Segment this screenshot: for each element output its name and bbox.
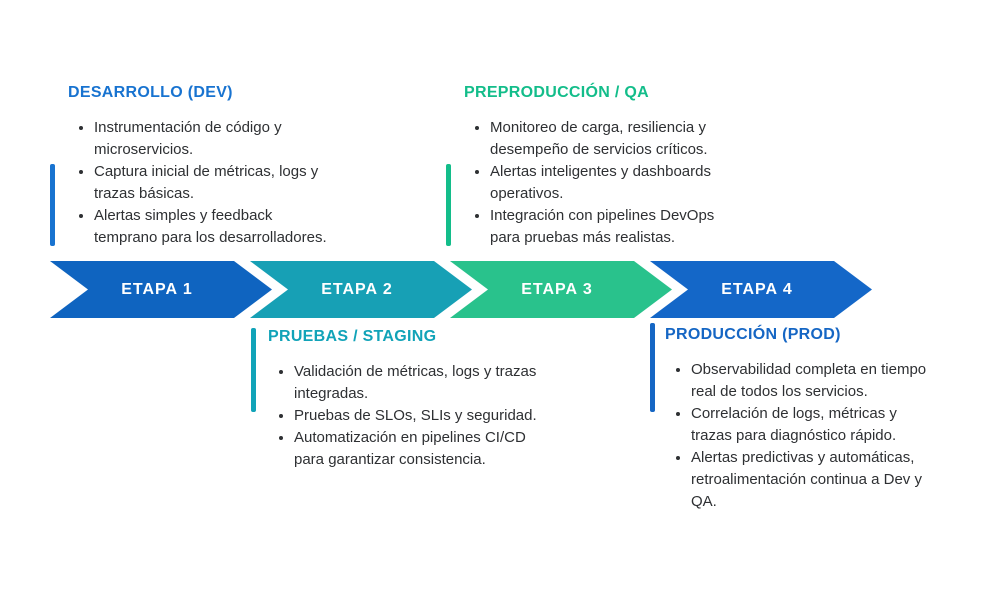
bullet-item: Alertas inteligentes y dashboards operat… (490, 161, 774, 205)
bullet-item: Automatización en pipelines CI/CD para g… (294, 427, 588, 471)
connector-bar-produccion (650, 323, 655, 412)
panel-title-pruebas-staging: PRUEBAS / STAGING (268, 328, 437, 345)
bullet-item: Alertas simples y feedback temprano para… (94, 205, 368, 249)
stage-arrow-etapa-1: ETAPA 1 (50, 261, 272, 318)
stage-arrow-label: ETAPA 1 (121, 280, 193, 298)
connector-bar-preproduccion-qa (446, 164, 451, 246)
bullet-list: Observabilidad completa en tiempo real d… (665, 359, 965, 513)
bullet-item: Pruebas de SLOs, SLIs y seguridad. (294, 405, 588, 427)
bullet-item: Observabilidad completa en tiempo real d… (691, 359, 965, 403)
bullet-list: Monitoreo de carga, resiliencia y desemp… (464, 117, 774, 249)
bullet-item: Captura inicial de métricas, logs y traz… (94, 161, 368, 205)
connector-bar-desarrollo (50, 164, 55, 246)
stage-arrow-label: ETAPA 3 (521, 280, 593, 298)
stage-arrow-label: ETAPA 2 (321, 280, 393, 298)
stage-arrow-label: ETAPA 4 (721, 280, 793, 298)
connector-bar-pruebas-staging (251, 328, 256, 412)
panel-title-produccion: PRODUCCIÓN (PROD) (665, 326, 841, 343)
stage-panel-pruebas-staging: PRUEBAS / STAGING Validación de métricas… (268, 326, 588, 471)
stage-arrow-etapa-4: ETAPA 4 (650, 261, 872, 318)
stage-arrow-etapa-2: ETAPA 2 (250, 261, 472, 318)
bullet-item: Alertas predictivas y automáticas, retro… (691, 447, 965, 513)
bullet-item: Monitoreo de carga, resiliencia y desemp… (490, 117, 774, 161)
bullet-item: Validación de métricas, logs y trazas in… (294, 361, 588, 405)
bullet-list: Instrumentación de código y microservici… (68, 117, 368, 249)
bullet-item: Correlación de logs, métricas y trazas p… (691, 403, 965, 447)
bullet-item: Instrumentación de código y microservici… (94, 117, 368, 161)
stage-panel-produccion: PRODUCCIÓN (PROD) Observabilidad complet… (665, 324, 965, 513)
bullet-list: Validación de métricas, logs y trazas in… (268, 361, 588, 471)
stage-arrow-etapa-3: ETAPA 3 (450, 261, 672, 318)
bullet-item: Integración con pipelines DevOps para pr… (490, 205, 774, 249)
stage-panel-desarrollo: DESARROLLO (DEV) Instrumentación de códi… (68, 82, 368, 249)
stage-panel-preproduccion-qa: PREPRODUCCIÓN / QA Monitoreo de carga, r… (464, 82, 774, 249)
panel-title-preproduccion-qa: PREPRODUCCIÓN / QA (464, 84, 649, 101)
panel-title-desarrollo: DESARROLLO (DEV) (68, 84, 233, 101)
